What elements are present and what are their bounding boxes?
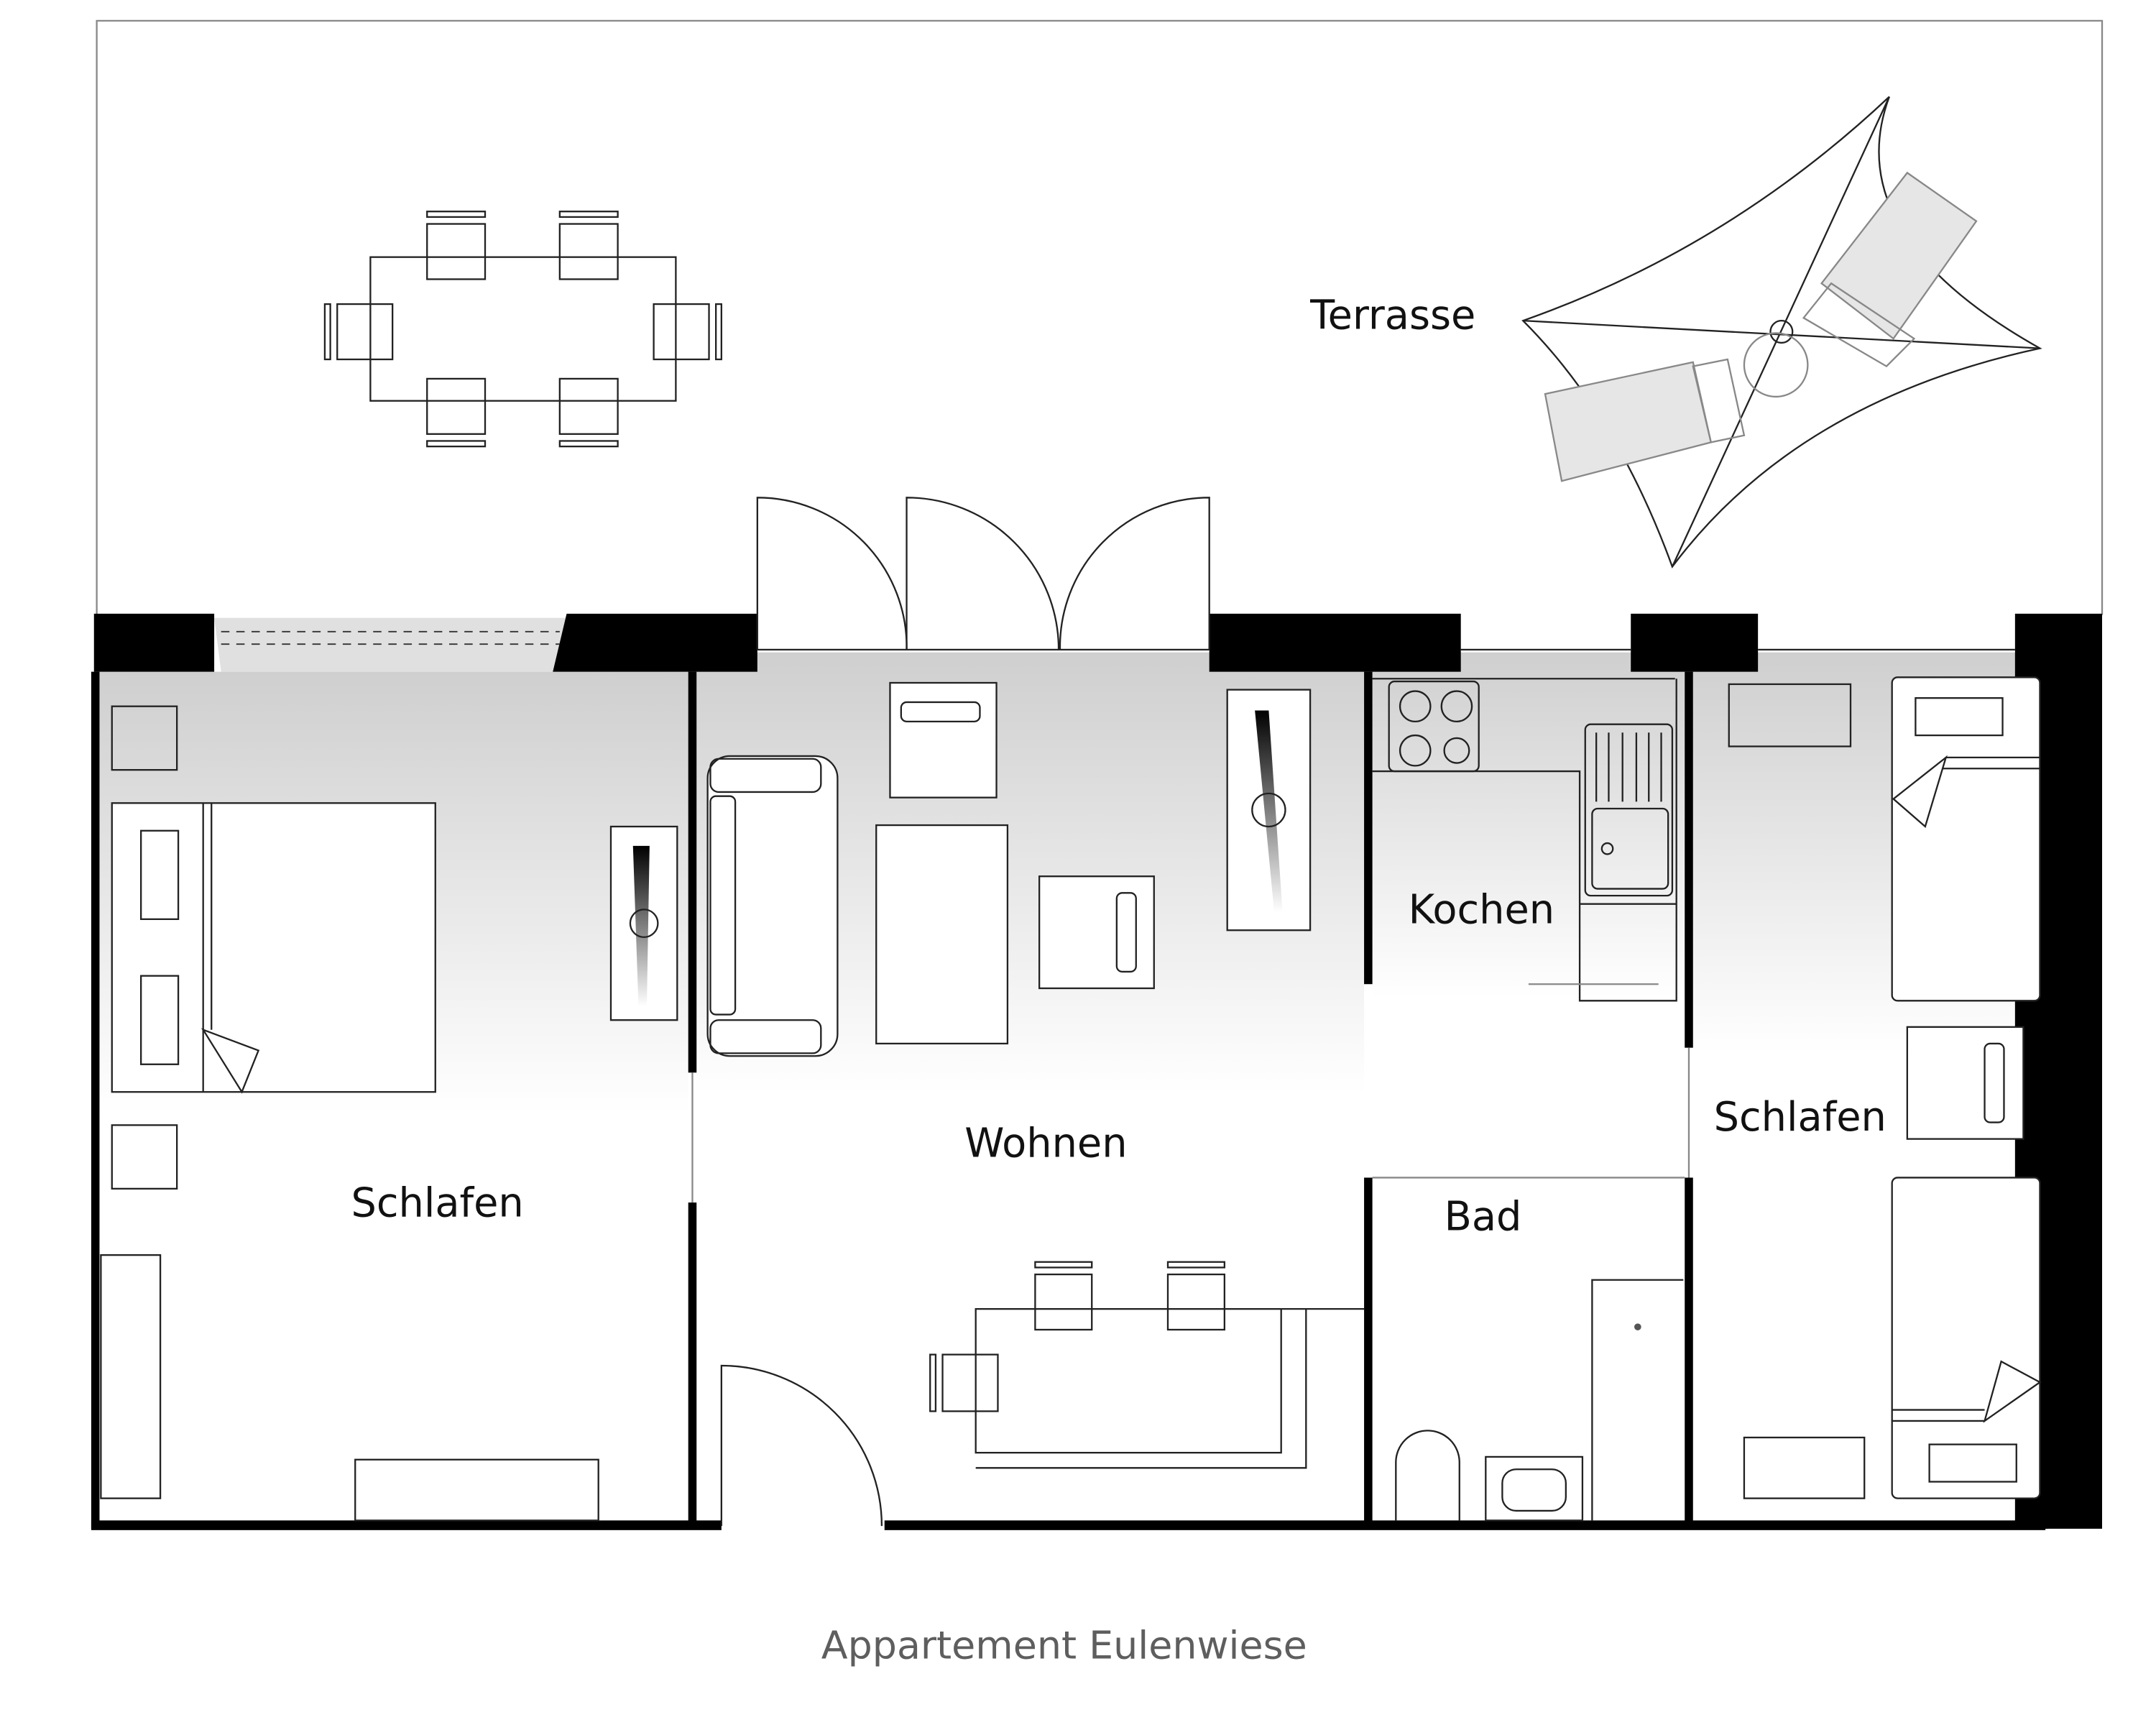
room-label-kitchen: Kochen xyxy=(1409,887,1555,934)
living-furniture xyxy=(706,681,1365,1469)
room-label-bedroom-right: Schlafen xyxy=(1714,1094,1886,1141)
plan-title: Appartement Eulenwiese xyxy=(821,1623,1307,1668)
bedroom-left-furniture xyxy=(100,705,678,1522)
room-label-terrace: Terrasse xyxy=(1309,293,1475,339)
terrace-dining-table xyxy=(323,211,722,448)
kitchen-furniture xyxy=(1372,678,1677,1002)
room-label-bedroom-left: Schlafen xyxy=(351,1179,523,1226)
bedroom-right-furniture xyxy=(1728,676,2042,1499)
entrance-door[interactable] xyxy=(720,1364,883,1527)
room-label-living: Wohnen xyxy=(964,1121,1127,1167)
sun-sail xyxy=(1521,96,2042,569)
terrace xyxy=(96,19,2104,615)
bath-furniture xyxy=(1395,1279,1684,1522)
room-label-bath: Bad xyxy=(1445,1194,1522,1241)
terrace-doors[interactable] xyxy=(756,497,1210,650)
